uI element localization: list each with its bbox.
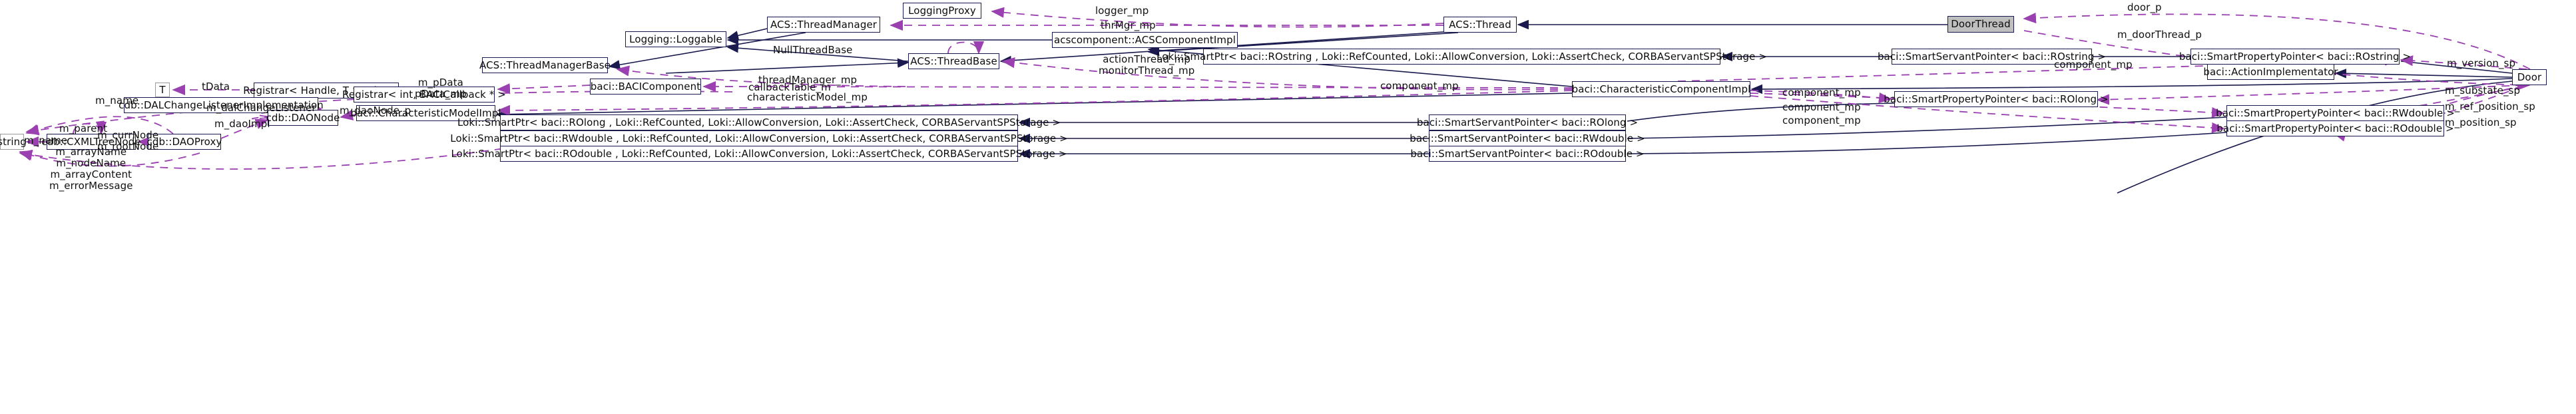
edge-label-component_mp_4: component_mp — [1782, 101, 1861, 113]
class-node-actionimplementator[interactable]: baci::ActionImplementator — [2203, 64, 2338, 80]
edge-label-tdata: tData — [202, 81, 230, 93]
class-node-t_param[interactable]: T — [155, 83, 170, 97]
edge-label-m_daonode_p: m_daoNode_p — [340, 104, 411, 116]
class-node-loki_rwdouble[interactable]: Loki::SmartPtr< baci::RWdouble , Loki::R… — [450, 130, 1068, 146]
edge-label-component_mp_5: component_mp — [1782, 114, 1861, 126]
class-node-ssp_rwdouble[interactable]: baci::SmartServantPointer< baci::RWdoubl… — [1410, 130, 1645, 146]
class-node-logging_loggable[interactable]: Logging::Loggable — [625, 31, 726, 47]
class-node-acs_thread[interactable]: ACS::Thread — [1443, 17, 1517, 33]
class-node-acscomponentimpl[interactable]: acscomponent::ACSComponentImpl — [1052, 32, 1238, 48]
edge-label-m_substate_sp: m_substate_sp — [2445, 85, 2521, 97]
edge-label-door_p: door_p — [2127, 1, 2162, 13]
edge-label-m_daoimpl: m_daoImpl — [214, 118, 270, 130]
class-node-daoproxy[interactable]: cdb::DAOProxy — [147, 134, 222, 150]
class-node-spp_rodouble[interactable]: baci::SmartPropertyPointer< baci::ROdoub… — [2216, 120, 2454, 136]
class-node-charcomponentimpl[interactable]: baci::CharacteristicComponentImpl — [1572, 81, 1750, 97]
edge-label-threadmanager_mp: threadManager_mp — [758, 74, 858, 86]
class-node-cxmltreenode[interactable]: cdb::CXMLTreeNode — [41, 134, 141, 150]
edge-label-m_dalchangelistener: m_dalChangeListener — [206, 102, 316, 114]
edge-label-component_mp_1: component_mp — [2054, 59, 2133, 71]
edge-label-m_version_sp: m_version_sp — [2447, 57, 2516, 69]
class-node-charmodelimpl[interactable]: baci::CharacteristicModelImpl — [350, 105, 501, 121]
class-node-acs_threadbase[interactable]: ACS::ThreadBase — [908, 53, 999, 69]
class-node-spp_rwdouble[interactable]: baci::SmartPropertyPointer< baci::RWdoub… — [2216, 105, 2455, 121]
edge-label-m_doorthread_p: m_doorThread_p — [2117, 29, 2202, 41]
class-node-door[interactable]: Door — [2512, 69, 2547, 85]
class-node-loggingproxy[interactable]: LoggingProxy — [903, 3, 981, 19]
class-node-doorthread[interactable]: DoorThread — [1947, 16, 2014, 33]
edge-label-m_ref_position_sp: m_ref_position_sp — [2445, 101, 2535, 112]
class-node-loki_rodouble[interactable]: Loki::SmartPtr< baci::ROdouble , Loki::R… — [451, 146, 1067, 162]
edge-label-m_parent: m_parent — [59, 122, 108, 134]
class-node-ssp_rodouble[interactable]: baci::SmartServantPointer< baci::ROdoubl… — [1410, 146, 1644, 162]
edge-label-logger_mp: logger_mp — [1095, 5, 1149, 17]
edge-label-nullthreadbase: NullThreadBase — [773, 44, 853, 56]
edge-label-component_mp_2: component_mp — [1380, 80, 1459, 92]
class-node-acs_threadmanagerbase[interactable]: ACS::ThreadManagerBase — [479, 57, 611, 73]
edge-label-characteristicmodel_mp: characteristicModel_mp — [747, 91, 868, 103]
class-node-spp_rolong[interactable]: baci::SmartPropertyPointer< baci::ROlong… — [1884, 91, 2109, 107]
edge-label-m_name_left: m_name — [24, 134, 68, 146]
edge-label-m_position_sp: m_position_sp — [2445, 116, 2517, 128]
class-node-daonode[interactable]: cdb::DAONode — [266, 110, 340, 126]
class-node-ssp_rostring[interactable]: baci::SmartServantPointer< baci::ROstrin… — [1878, 49, 2106, 65]
edge-label-m_name_top: m_name — [95, 95, 139, 106]
class-node-acs_threadmanager[interactable]: ACS::ThreadManager — [767, 17, 880, 33]
class-node-bacicomponent[interactable]: baci::BACIComponent — [590, 79, 701, 95]
class-node-registrar_callback[interactable]: Registrar< int, BACICallback * > — [342, 87, 506, 103]
class-node-loki_rolong[interactable]: Loki::SmartPtr< baci::ROlong , Loki::Ref… — [457, 114, 1061, 130]
edge-label-callbacktable_m: callbackTable_m — [748, 81, 831, 93]
class-node-dalchangelistener[interactable]: cdb::DALChangeListenerImplementation — [119, 97, 324, 113]
class-node-ssp_rolong[interactable]: baci::SmartServantPointer< baci::ROlong … — [1417, 114, 1638, 130]
edge-label-component_mp_3: component_mp — [1782, 87, 1861, 99]
class-node-spp_rostring[interactable]: baci::SmartPropertyPointer< baci::ROstri… — [2179, 49, 2411, 65]
edge-label-thrmgr_mp: thrMgr_mp — [1101, 19, 1156, 31]
class-node-loki_rostring[interactable]: Loki::SmartPtr< baci::ROstring , Loki::R… — [1157, 49, 1767, 65]
class-node-string_node[interactable]: string — [0, 134, 27, 150]
